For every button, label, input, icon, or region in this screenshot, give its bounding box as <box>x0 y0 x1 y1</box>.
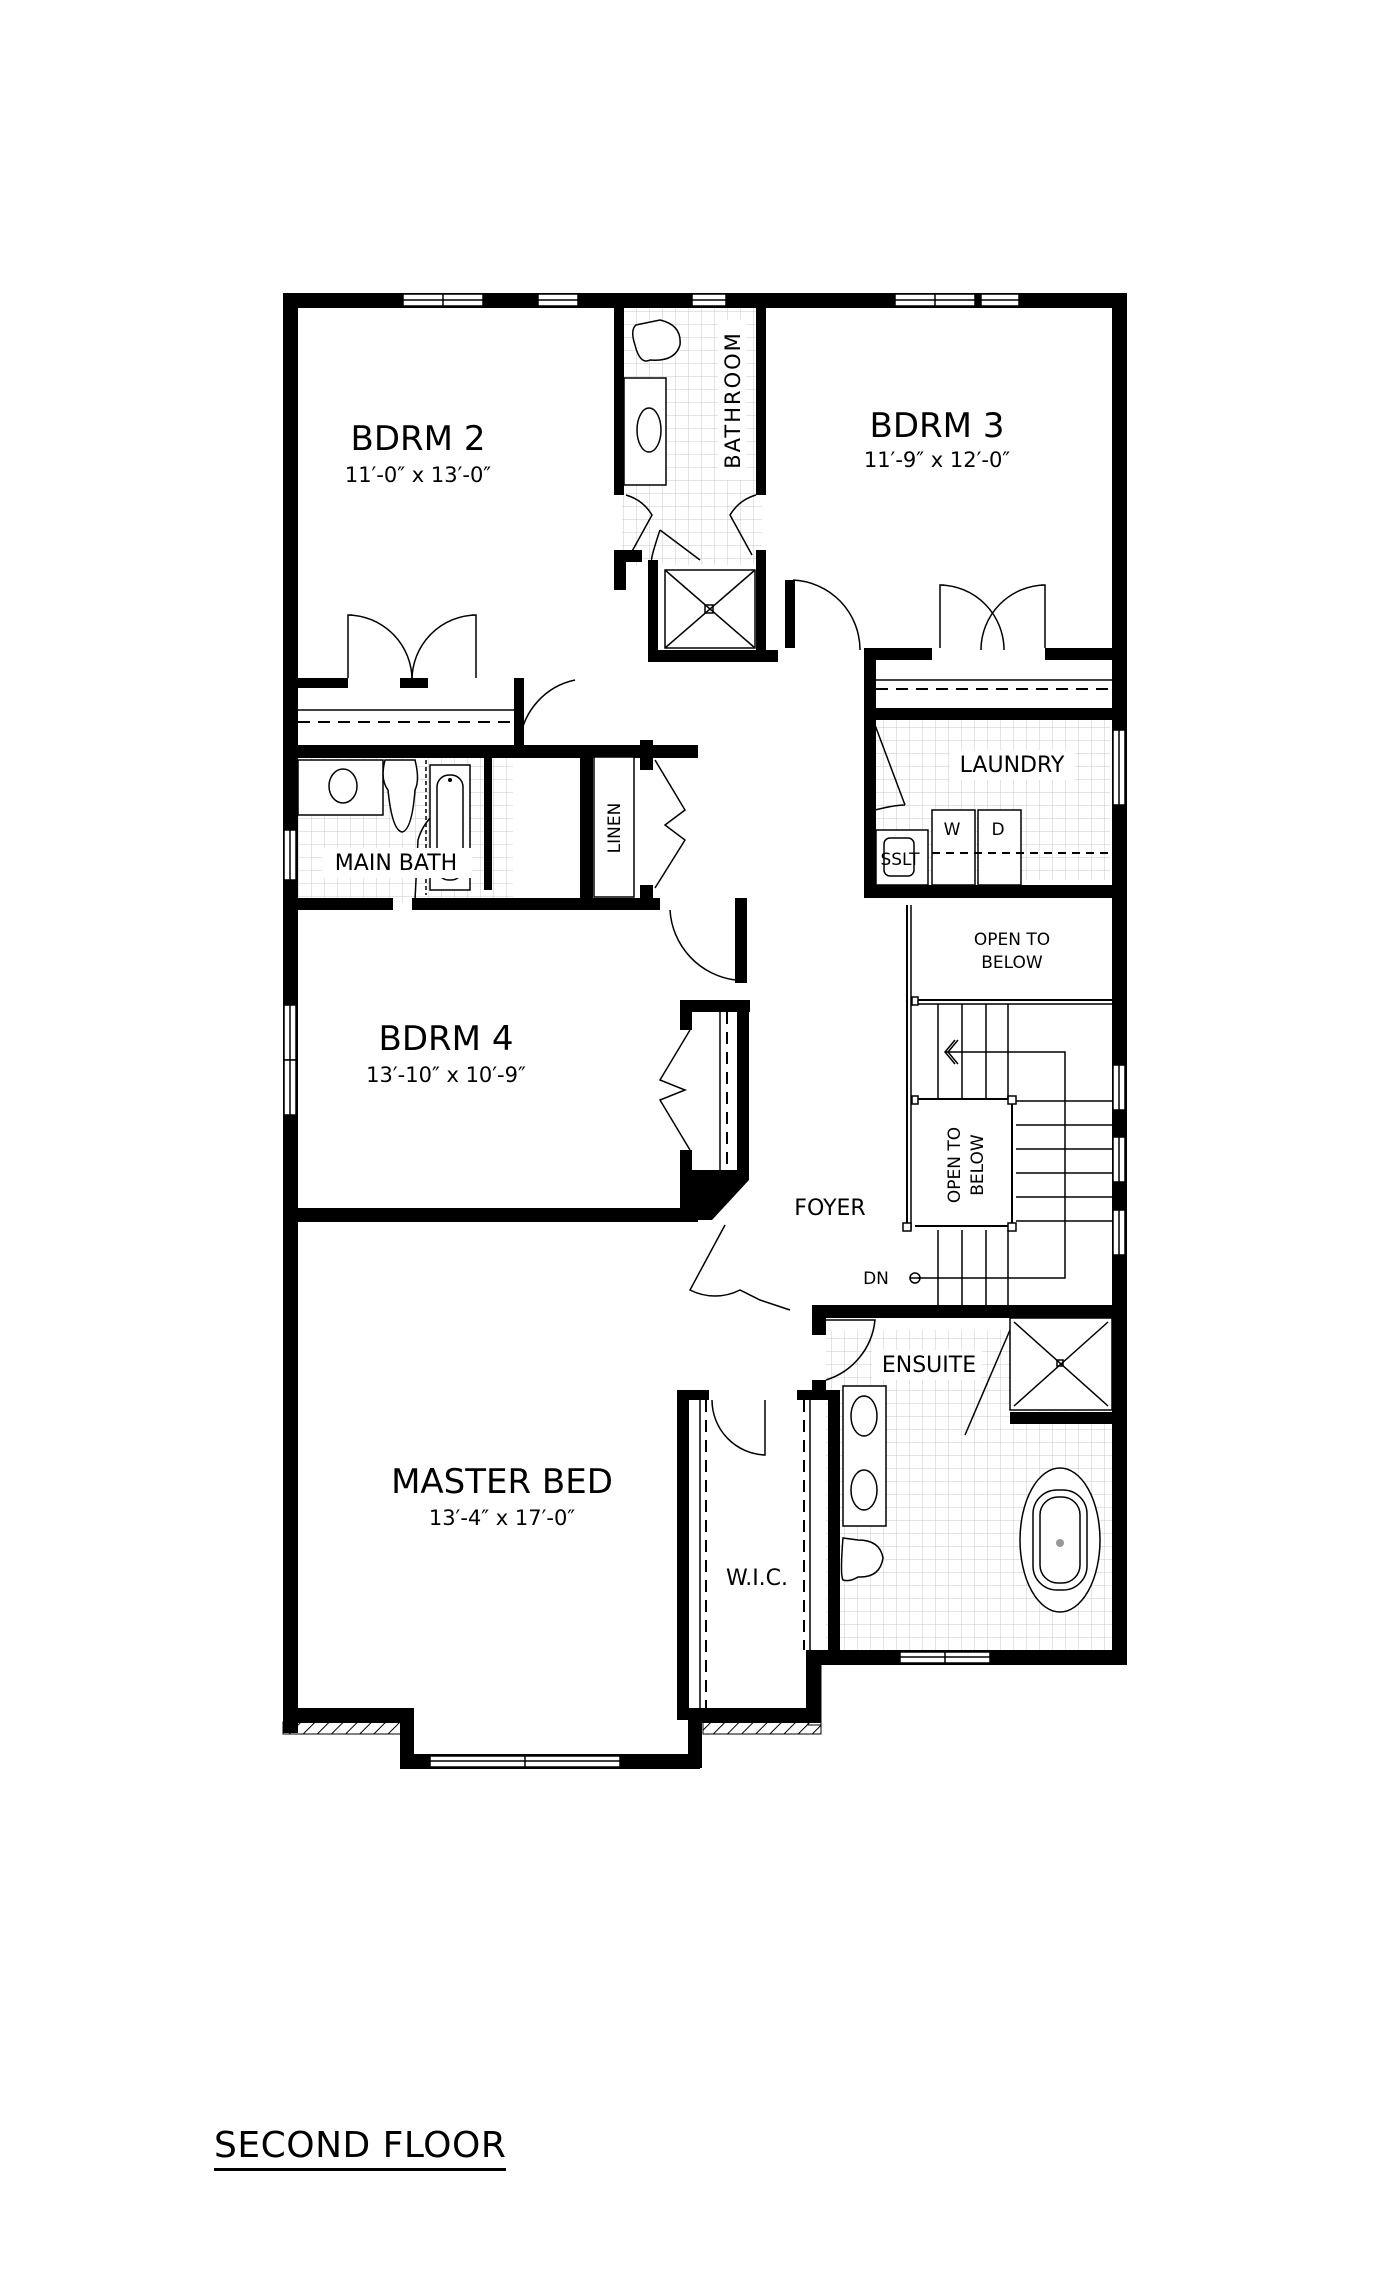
toilet-icon <box>840 1537 884 1582</box>
room-label-bdrm4: BDRM 4 <box>379 1019 514 1059</box>
room-label-bdrm2: BDRM 2 <box>351 419 486 459</box>
freestanding-tub-icon <box>1019 1467 1101 1613</box>
window <box>899 1651 991 1664</box>
room-dims-bdrm3: 11′-9″ x 12′-0″ <box>864 448 1010 472</box>
room-label-bdrm3: BDRM 3 <box>870 406 1005 446</box>
appliance-label-washer: W <box>944 820 961 840</box>
closet-shelves <box>298 679 1112 1710</box>
washer-icon <box>931 809 976 886</box>
room-label-linen: LINEN <box>605 803 625 854</box>
vanity-icon <box>623 377 667 486</box>
vanity-icon <box>297 759 384 816</box>
window <box>691 293 727 307</box>
window <box>1112 729 1126 806</box>
room-label-main-bath: MAIN BATH <box>335 851 457 876</box>
room-label-master: MASTER BED <box>391 1462 613 1502</box>
window <box>1112 1136 1126 1183</box>
window <box>283 829 297 881</box>
window <box>894 293 976 307</box>
staircase <box>902 905 1112 1305</box>
sink-icon <box>328 768 358 804</box>
dryer-icon <box>977 809 1022 886</box>
doors <box>347 494 1046 1456</box>
fixture-label-sink: SSLT <box>880 850 920 870</box>
window <box>283 1059 297 1116</box>
windows <box>283 293 1126 1768</box>
floor-title: SECOND FLOOR <box>214 2125 507 2171</box>
shower-icon <box>664 569 756 649</box>
sink-icon <box>850 1395 878 1437</box>
linen-closet <box>593 756 635 898</box>
window <box>1112 1209 1126 1256</box>
window <box>429 1755 621 1768</box>
sink-icon <box>850 1469 878 1511</box>
room-dims-master: 13′-4″ x 17′-0″ <box>429 1506 575 1530</box>
toilet-icon <box>632 319 681 362</box>
vanity-icon <box>842 1385 887 1527</box>
open-below-label-2b: BELOW <box>968 1134 988 1196</box>
window <box>980 293 1020 307</box>
room-dims-bdrm4: 13′-10″ x 10′-9″ <box>366 1063 526 1087</box>
room-label-foyer: FOYER <box>794 1196 865 1221</box>
room-labels: BDRM 2 11′-0″ x 13′-0″ BDRM 3 11′-9″ x 1… <box>322 320 1075 1591</box>
open-below-label-1: OPEN TO <box>974 930 1050 950</box>
exterior-hatch <box>282 1664 822 1735</box>
room-label-bathroom: BATHROOM <box>721 331 745 469</box>
open-below-label-1b: BELOW <box>981 953 1043 973</box>
room-label-wic: W.I.C. <box>726 1566 788 1591</box>
appliance-label-dryer: D <box>991 820 1004 840</box>
toilet-icon <box>382 759 419 833</box>
sink-icon <box>636 407 662 453</box>
window <box>1112 1064 1126 1111</box>
window <box>283 1004 297 1061</box>
shower-icon <box>1009 1317 1113 1411</box>
room-label-laundry: LAUNDRY <box>960 753 1065 778</box>
stairs-down-label: DN <box>863 1269 889 1289</box>
window <box>537 293 579 307</box>
window <box>402 293 484 307</box>
arrow-left-icon <box>944 1039 959 1065</box>
room-label-ensuite: ENSUITE <box>882 1353 976 1378</box>
room-dims-bdrm2: 11′-0″ x 13′-0″ <box>345 463 491 487</box>
open-below-label-2: OPEN TO <box>945 1127 965 1203</box>
